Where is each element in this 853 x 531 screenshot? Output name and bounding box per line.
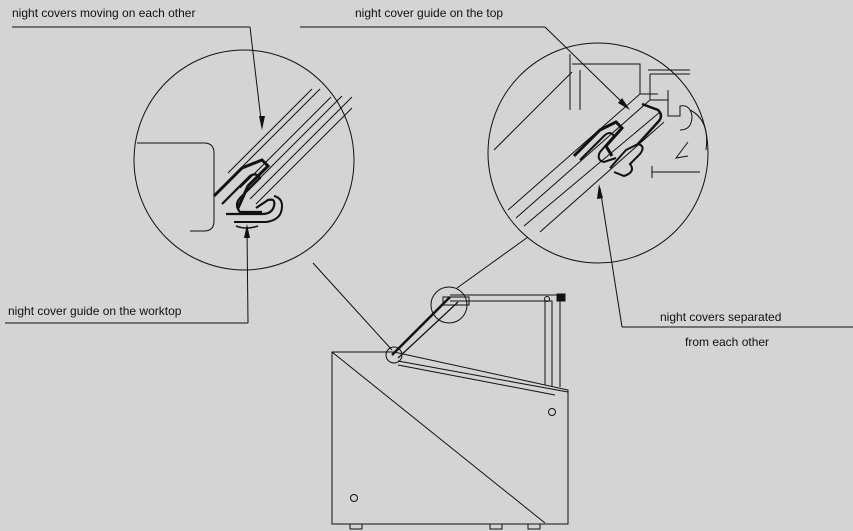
sep-hook-1: [572, 120, 625, 158]
label-guide-top-leader: [544, 26, 629, 109]
connector-left: [312, 262, 393, 351]
label-separated: night covers separated from each other: [597, 184, 853, 349]
slant-line-5: [539, 121, 665, 233]
hook-profile-3: [226, 198, 276, 216]
cabinet-foot-middle: [489, 524, 503, 530]
sep-hook-3: [609, 142, 644, 178]
cabinet-diagonal: [331, 351, 546, 524]
cabinet-top-cap: [556, 293, 566, 302]
right-detail-view: [487, 42, 709, 264]
slant-line-3: [515, 99, 651, 219]
slant-line-1: [493, 71, 573, 151]
label-guide-top-arrowhead: [618, 98, 630, 110]
cabinet-top-guide-box: [442, 296, 470, 306]
top-frame-rail: [572, 63, 690, 75]
cabinet-top-frame-inner: [450, 300, 553, 386]
cabinet-night-cover-2: [397, 301, 459, 359]
cover-line-3: [239, 96, 332, 189]
cover-line-2: [231, 88, 321, 178]
cover-line-6: [255, 107, 353, 205]
label-guide-top: night cover guide on the top: [300, 6, 630, 110]
cabinet-screw-right: [548, 408, 556, 416]
label-separated-line1: night covers separated: [660, 310, 781, 324]
left-detail-circle: [133, 49, 355, 271]
top-bracket: [651, 166, 700, 178]
sep-hook-2: [579, 132, 617, 164]
right-detail-circle: [487, 42, 709, 264]
label-moving: night covers moving on each other: [12, 6, 265, 130]
slant-line-2: [507, 93, 641, 211]
cabinet-detail-circle-worktop: [385, 346, 403, 364]
worktop-block-outline: [137, 142, 215, 232]
label-guide-worktop-arrowhead: [244, 224, 250, 238]
top-latch: [667, 90, 693, 131]
label-separated-arrowhead: [597, 184, 603, 199]
cabinet-worktop-line-2: [397, 364, 556, 396]
cabinet-worktop-line: [397, 360, 569, 393]
label-moving-text: night covers moving on each other: [12, 6, 195, 20]
label-separated-leader: [599, 187, 623, 328]
top-pin: [674, 141, 689, 159]
connector-right: [456, 236, 529, 289]
cabinet-foot-right: [527, 524, 541, 530]
label-guide-worktop: night cover guide on the worktop: [5, 224, 250, 324]
cabinet-foot-left: [349, 524, 363, 530]
guide-top-profile: [637, 102, 663, 145]
label-moving-arrowhead: [259, 116, 265, 130]
cabinet-body: [331, 351, 569, 525]
cover-line-5: [249, 96, 353, 200]
hook-profile-4: [234, 195, 284, 223]
label-moving-leader: [249, 26, 263, 129]
top-guide-channel: [639, 74, 668, 101]
top-frame-posts: [569, 54, 581, 110]
cabinet-top-screw: [544, 296, 550, 302]
cabinet-night-cover: [391, 296, 451, 356]
hook-profile-1: [212, 158, 271, 209]
label-guide-worktop-text: night cover guide on the worktop: [8, 304, 182, 318]
hook-profile-5: [235, 225, 259, 229]
slant-line-4: [523, 111, 661, 227]
cover-line-4: [244, 95, 343, 194]
top-arc: [689, 109, 708, 151]
cover-line-1: [227, 88, 313, 174]
cabinet: [331, 286, 569, 530]
label-guide-worktop-leader: [246, 227, 249, 324]
cabinet-screw-left: [350, 494, 358, 502]
left-detail-view: [133, 49, 355, 271]
label-guide-top-text: night cover guide on the top: [355, 6, 503, 20]
label-separated-line2: from each other: [685, 335, 769, 349]
hook-profile-2: [221, 173, 262, 214]
